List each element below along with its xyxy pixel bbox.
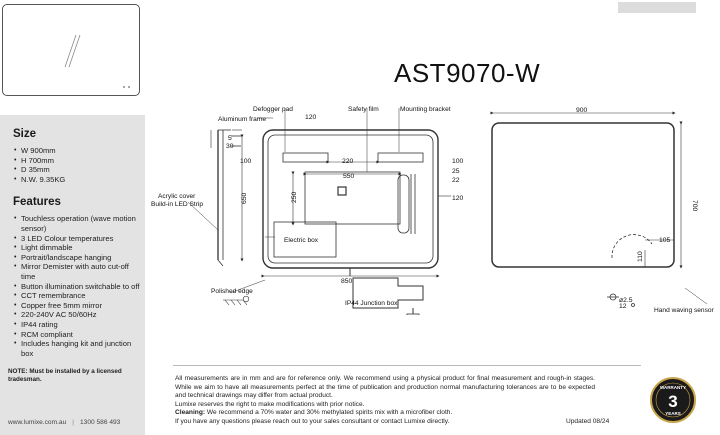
feature-item: Touchless operation (wave motion sensor) (14, 214, 145, 233)
warranty-bottom: YEARS (665, 411, 681, 416)
dim-850: 850 (341, 278, 353, 285)
feature-item: IP44 rating (14, 320, 145, 330)
warranty-badge-icon: WARRANTY 3 YEARS (650, 377, 696, 423)
note-contact: If you have any questions please reach o… (175, 417, 450, 425)
feature-item: Light dimmable (14, 243, 145, 253)
label-acrylic-cover: Acrylic cover (158, 193, 196, 200)
size-heading: Size (13, 128, 37, 140)
installation-note: NOTE: Must be installed by a licensed tr… (8, 368, 122, 384)
technical-drawing: Defogger pad Safety film Mounting bracke… (151, 106, 715, 315)
size-item: W 900mm (14, 146, 145, 156)
size-item: H 700mm (14, 156, 145, 166)
dim-120-right: 120 (452, 195, 464, 202)
feature-item: Button illumination switchable to off (14, 282, 145, 292)
junction-box-illustration (349, 268, 424, 315)
feature-item: 3 LED Colour temperatures (14, 234, 145, 244)
dim-22: 22 (452, 177, 460, 184)
dim-120-top: 120 (305, 114, 317, 121)
dim-700: 700 (691, 200, 698, 212)
size-item: N.W. 9.35KG (14, 175, 145, 185)
polished-edge-hatch (223, 295, 250, 306)
label-defogger-pad: Defogger pad (253, 106, 293, 113)
model-number: AST9070-W (394, 58, 541, 88)
feature-item: 220-240V AC 50/60Hz (14, 310, 145, 320)
note-measurements: All measurements are in mm and are for r… (175, 375, 595, 400)
spec-sidebar: Size W 900mm H 700mm D 35mm N.W. 9.35KG … (0, 0, 145, 435)
front-view (262, 129, 439, 269)
dim-900: 900 (576, 107, 588, 114)
label-junction-box: IP44 Junction box (345, 300, 398, 307)
mirror-glare-icon (64, 34, 130, 88)
dim-220: 220 (342, 158, 354, 165)
rear-view (491, 122, 675, 268)
dim-110: 110 (637, 251, 644, 262)
header-bar (618, 2, 696, 13)
contact-footer: www.lumixe.com.au|1300 586 493 (8, 419, 121, 426)
updated-date: Updated 08/24 (566, 418, 610, 425)
size-list: W 900mm H 700mm D 35mm N.W. 9.35KG (14, 146, 145, 184)
disclaimer-notes: All measurements are in mm and are for r… (175, 375, 595, 427)
dim-2-5: ⌀2.5 (619, 297, 633, 304)
label-safety-film: Safety film (348, 106, 379, 113)
warranty-top: WARRANTY (660, 385, 686, 390)
feature-item: RCM compliant (14, 330, 145, 340)
spec-panel: Size W 900mm H 700mm D 35mm N.W. 9.35KG … (0, 115, 145, 435)
dim-100-left: 100 (240, 158, 252, 165)
cleaning-label: Cleaning: (175, 409, 206, 417)
warranty-number: 3 (668, 392, 677, 411)
dim-12: 12 (619, 303, 627, 310)
dim-105: 105 (659, 237, 671, 244)
notes-divider (173, 365, 641, 366)
dim-25: 25 (452, 168, 460, 175)
leader-lines (187, 108, 708, 305)
cleaning-text: We recommend a 70% water and 30% methyla… (205, 409, 453, 417)
features-heading: Features (13, 196, 61, 209)
dimension-lines (210, 111, 683, 278)
feature-item: Portrait/landscape hanging (14, 253, 145, 263)
phone-number[interactable]: 1300 586 493 (79, 419, 121, 426)
feature-item: Mirror Demister with auto cut-off time (14, 262, 145, 281)
dim-650: 650 (241, 192, 248, 204)
side-profile (217, 129, 241, 267)
website-link[interactable]: www.lumixe.com.au (8, 419, 67, 426)
feature-item: Copper free 5mm mirror (14, 301, 145, 311)
dim-100-right: 100 (452, 158, 464, 165)
dim-550: 550 (343, 173, 355, 180)
feature-item: CCT remembrance (14, 291, 145, 301)
label-aluminum-frame: Aluminum frame (218, 116, 266, 123)
dim-5: 5 (228, 135, 232, 142)
feature-item: Includes hanging kit and junction box (14, 339, 145, 358)
dim-250: 250 (291, 191, 298, 203)
label-hand-sensor: Hand waving sensor (654, 307, 715, 314)
size-item: D 35mm (14, 165, 145, 175)
label-electric-box: Electric box (284, 237, 319, 244)
features-list: Touchless operation (wave motion sensor)… (14, 214, 145, 358)
product-thumbnail (2, 4, 140, 96)
note-cleaning: Cleaning: We recommend a 70% water and 3… (175, 409, 595, 418)
label-polished-edge: Polished edge (211, 288, 253, 295)
dim-30: 30 (226, 143, 234, 150)
label-led-strip: Build-in LED Strip (151, 201, 203, 208)
label-mounting-bracket: Mounting bracket (400, 106, 451, 113)
sensor-detail (607, 234, 653, 307)
note-modifications: Lumixe reserves the right to make modifi… (175, 400, 365, 408)
